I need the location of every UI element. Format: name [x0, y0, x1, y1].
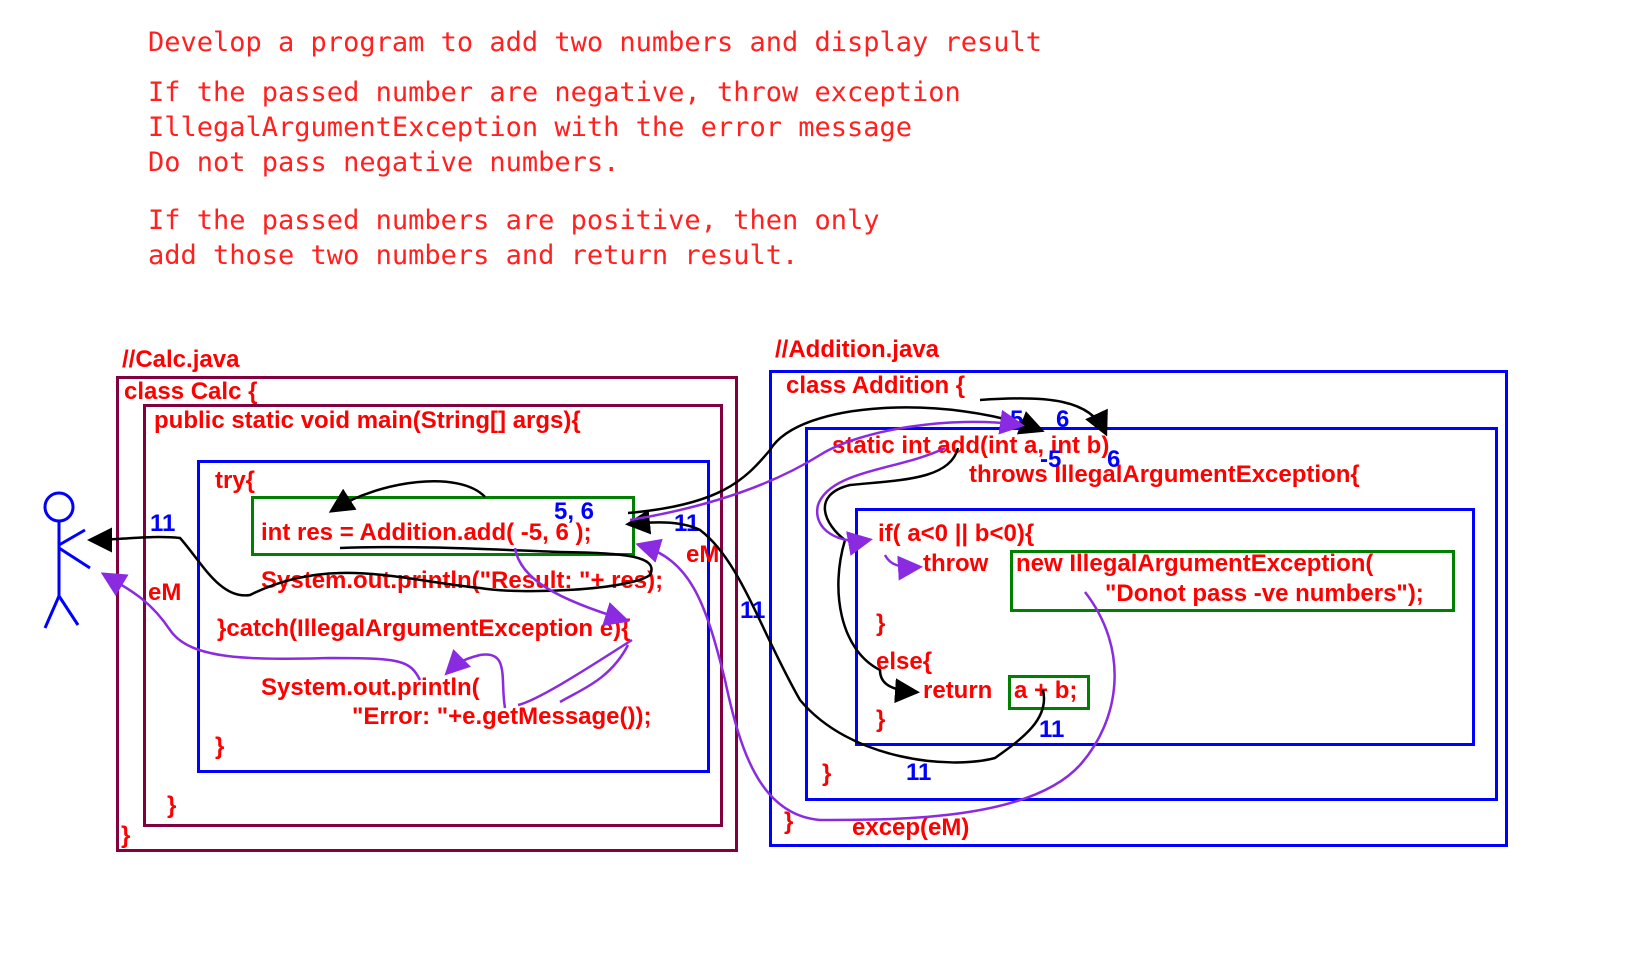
- addition-filename: //Addition.java: [775, 336, 940, 363]
- calc-filename: //Calc.java: [122, 346, 240, 373]
- else-line: else{: [876, 648, 933, 675]
- if-line: if( a<0 || b<0){: [878, 520, 1035, 547]
- method-close: }: [822, 760, 832, 787]
- catch-to-print-arrow: [513, 547, 630, 627]
- error-to-user-annotation: eM: [148, 579, 182, 606]
- a-value-annotation: -5: [1040, 446, 1062, 473]
- problem-line-1: Develop a program to add two numbers and…: [148, 27, 1043, 58]
- calc-class-decl: class Calc {: [124, 378, 258, 405]
- throws-line: throws IllegalArgumentException{: [969, 461, 1360, 488]
- problem-line-2: If the passed number are negative, throw…: [148, 77, 961, 108]
- error-to-user-arrow: [100, 572, 422, 681]
- try-open: try{: [215, 467, 256, 494]
- new-exception-box: [1010, 550, 1455, 612]
- calc-class-close: }: [121, 822, 131, 849]
- print-error-2: "Error: "+e.getMessage());: [352, 703, 652, 730]
- result-to-user-annotation: 11: [150, 510, 176, 537]
- normal-flow-arrows: [87, 397, 1108, 764]
- args-annotation: 5, 6: [554, 498, 595, 525]
- addition-class-decl: class Addition {: [786, 372, 966, 399]
- addition-class-close: }: [784, 808, 794, 835]
- res-assign-arrow: [328, 480, 486, 513]
- exception-message: "Donot pass -ve numbers");: [1105, 580, 1424, 607]
- try-close: }: [215, 733, 225, 760]
- if-else-box: [855, 508, 1475, 746]
- return-expression: a + b;: [1014, 677, 1078, 704]
- throw-keyword: throw: [923, 550, 989, 577]
- problem-line-3: IllegalArgumentException with the error …: [148, 112, 913, 143]
- param-b-arrive-annotation: 6: [1056, 406, 1070, 433]
- main-method-box: [143, 404, 723, 827]
- new-exception: new IllegalArgumentException(: [1016, 550, 1374, 577]
- user-stick-figure: [43, 491, 91, 629]
- if-close: }: [876, 610, 886, 637]
- call-to-add-arrow: [627, 406, 1045, 515]
- catch-line: }catch(IllegalArgumentException e){: [217, 615, 631, 642]
- sum-result-annotation: 11: [1039, 716, 1065, 743]
- problem-line-6: add those two numbers and return result.: [148, 240, 799, 271]
- try-catch-box: [197, 460, 710, 773]
- else-close: }: [876, 706, 886, 733]
- main-decl: public static void main(String[] args){: [154, 407, 581, 434]
- b-value-annotation: 6: [1107, 446, 1121, 473]
- calc-class-box: [116, 376, 738, 852]
- addition-class-box: [769, 370, 1508, 847]
- add-method-box: [805, 427, 1498, 801]
- problem-line-4: Do not pass negative numbers.: [148, 147, 620, 178]
- args-to-params-arrow: [629, 409, 1025, 522]
- if-to-else-arrow: [823, 447, 960, 704]
- error-return-annotation: eM: [686, 541, 720, 568]
- if-to-throw-arrow: [815, 446, 946, 556]
- return-expr-box: [1008, 675, 1090, 710]
- return-keyword: return: [923, 677, 993, 704]
- exception-to-catch-arrow: [635, 538, 1116, 822]
- call-line: int res = Addition.add( -5, 6 );: [261, 519, 592, 546]
- main-close: }: [167, 792, 177, 819]
- print-error-1: System.out.println(: [261, 674, 480, 701]
- add-method-decl: static int add(int a, int b): [832, 432, 1110, 459]
- mid-result-annotation: 11: [740, 597, 766, 624]
- res-to-print-arrow: [87, 527, 653, 597]
- return-to-call-arrow: [625, 509, 1046, 764]
- problem-line-5: If the passed numbers are positive, then…: [148, 205, 880, 236]
- e-to-message-arrow: [517, 638, 633, 707]
- bottom-result-annotation: 11: [906, 759, 932, 786]
- exception-flow-arrows: [100, 409, 1116, 822]
